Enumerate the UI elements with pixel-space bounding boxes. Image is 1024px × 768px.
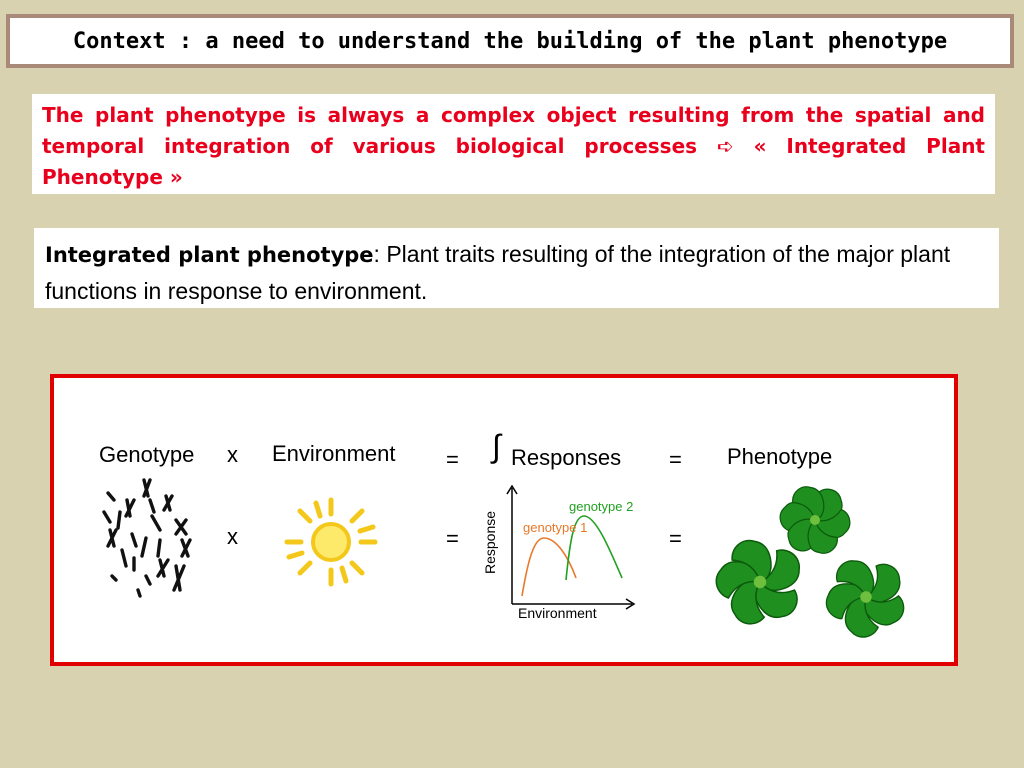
genotype-2-label: genotype 2 bbox=[569, 499, 634, 514]
graph-xlabel: Environment bbox=[518, 605, 597, 621]
genotype-2-curve bbox=[565, 515, 623, 581]
plant-top bbox=[774, 480, 856, 560]
y-axis-arrow bbox=[506, 484, 518, 495]
title-box: Context : a need to understand the build… bbox=[6, 14, 1014, 68]
slide-title: Context : a need to understand the build… bbox=[72, 28, 948, 54]
equals-sign-1: = bbox=[446, 447, 459, 472]
genotype-1-label: genotype 1 bbox=[523, 520, 588, 535]
equals-sign-4: = bbox=[669, 526, 682, 551]
equals-sign-3: = bbox=[446, 526, 459, 551]
genotype-label: Genotype bbox=[99, 442, 195, 467]
definition-box: Integrated plant phenotype: Plant traits… bbox=[34, 228, 999, 308]
times-sign-top: x bbox=[227, 442, 238, 467]
integral-sign: ∫ bbox=[492, 428, 501, 464]
equals-sign-2: = bbox=[669, 447, 682, 472]
intro-text: The plant phenotype is always a complex … bbox=[42, 103, 985, 189]
plant-left bbox=[708, 532, 806, 629]
definition-text: : Plant traits resulting of the integrat… bbox=[45, 241, 951, 304]
definition-term: Integrated plant phenotype bbox=[45, 243, 374, 267]
environment-label: Environment bbox=[272, 441, 396, 466]
responses-label: Responses bbox=[511, 445, 622, 470]
times-sign-bottom: x bbox=[227, 524, 238, 549]
x-axis-arrow bbox=[625, 598, 636, 610]
plant-right bbox=[818, 554, 907, 644]
phenotype-label: Phenotype bbox=[727, 444, 833, 469]
genotype-1-curve bbox=[521, 537, 577, 597]
intro-box: The plant phenotype is always a complex … bbox=[32, 94, 995, 194]
